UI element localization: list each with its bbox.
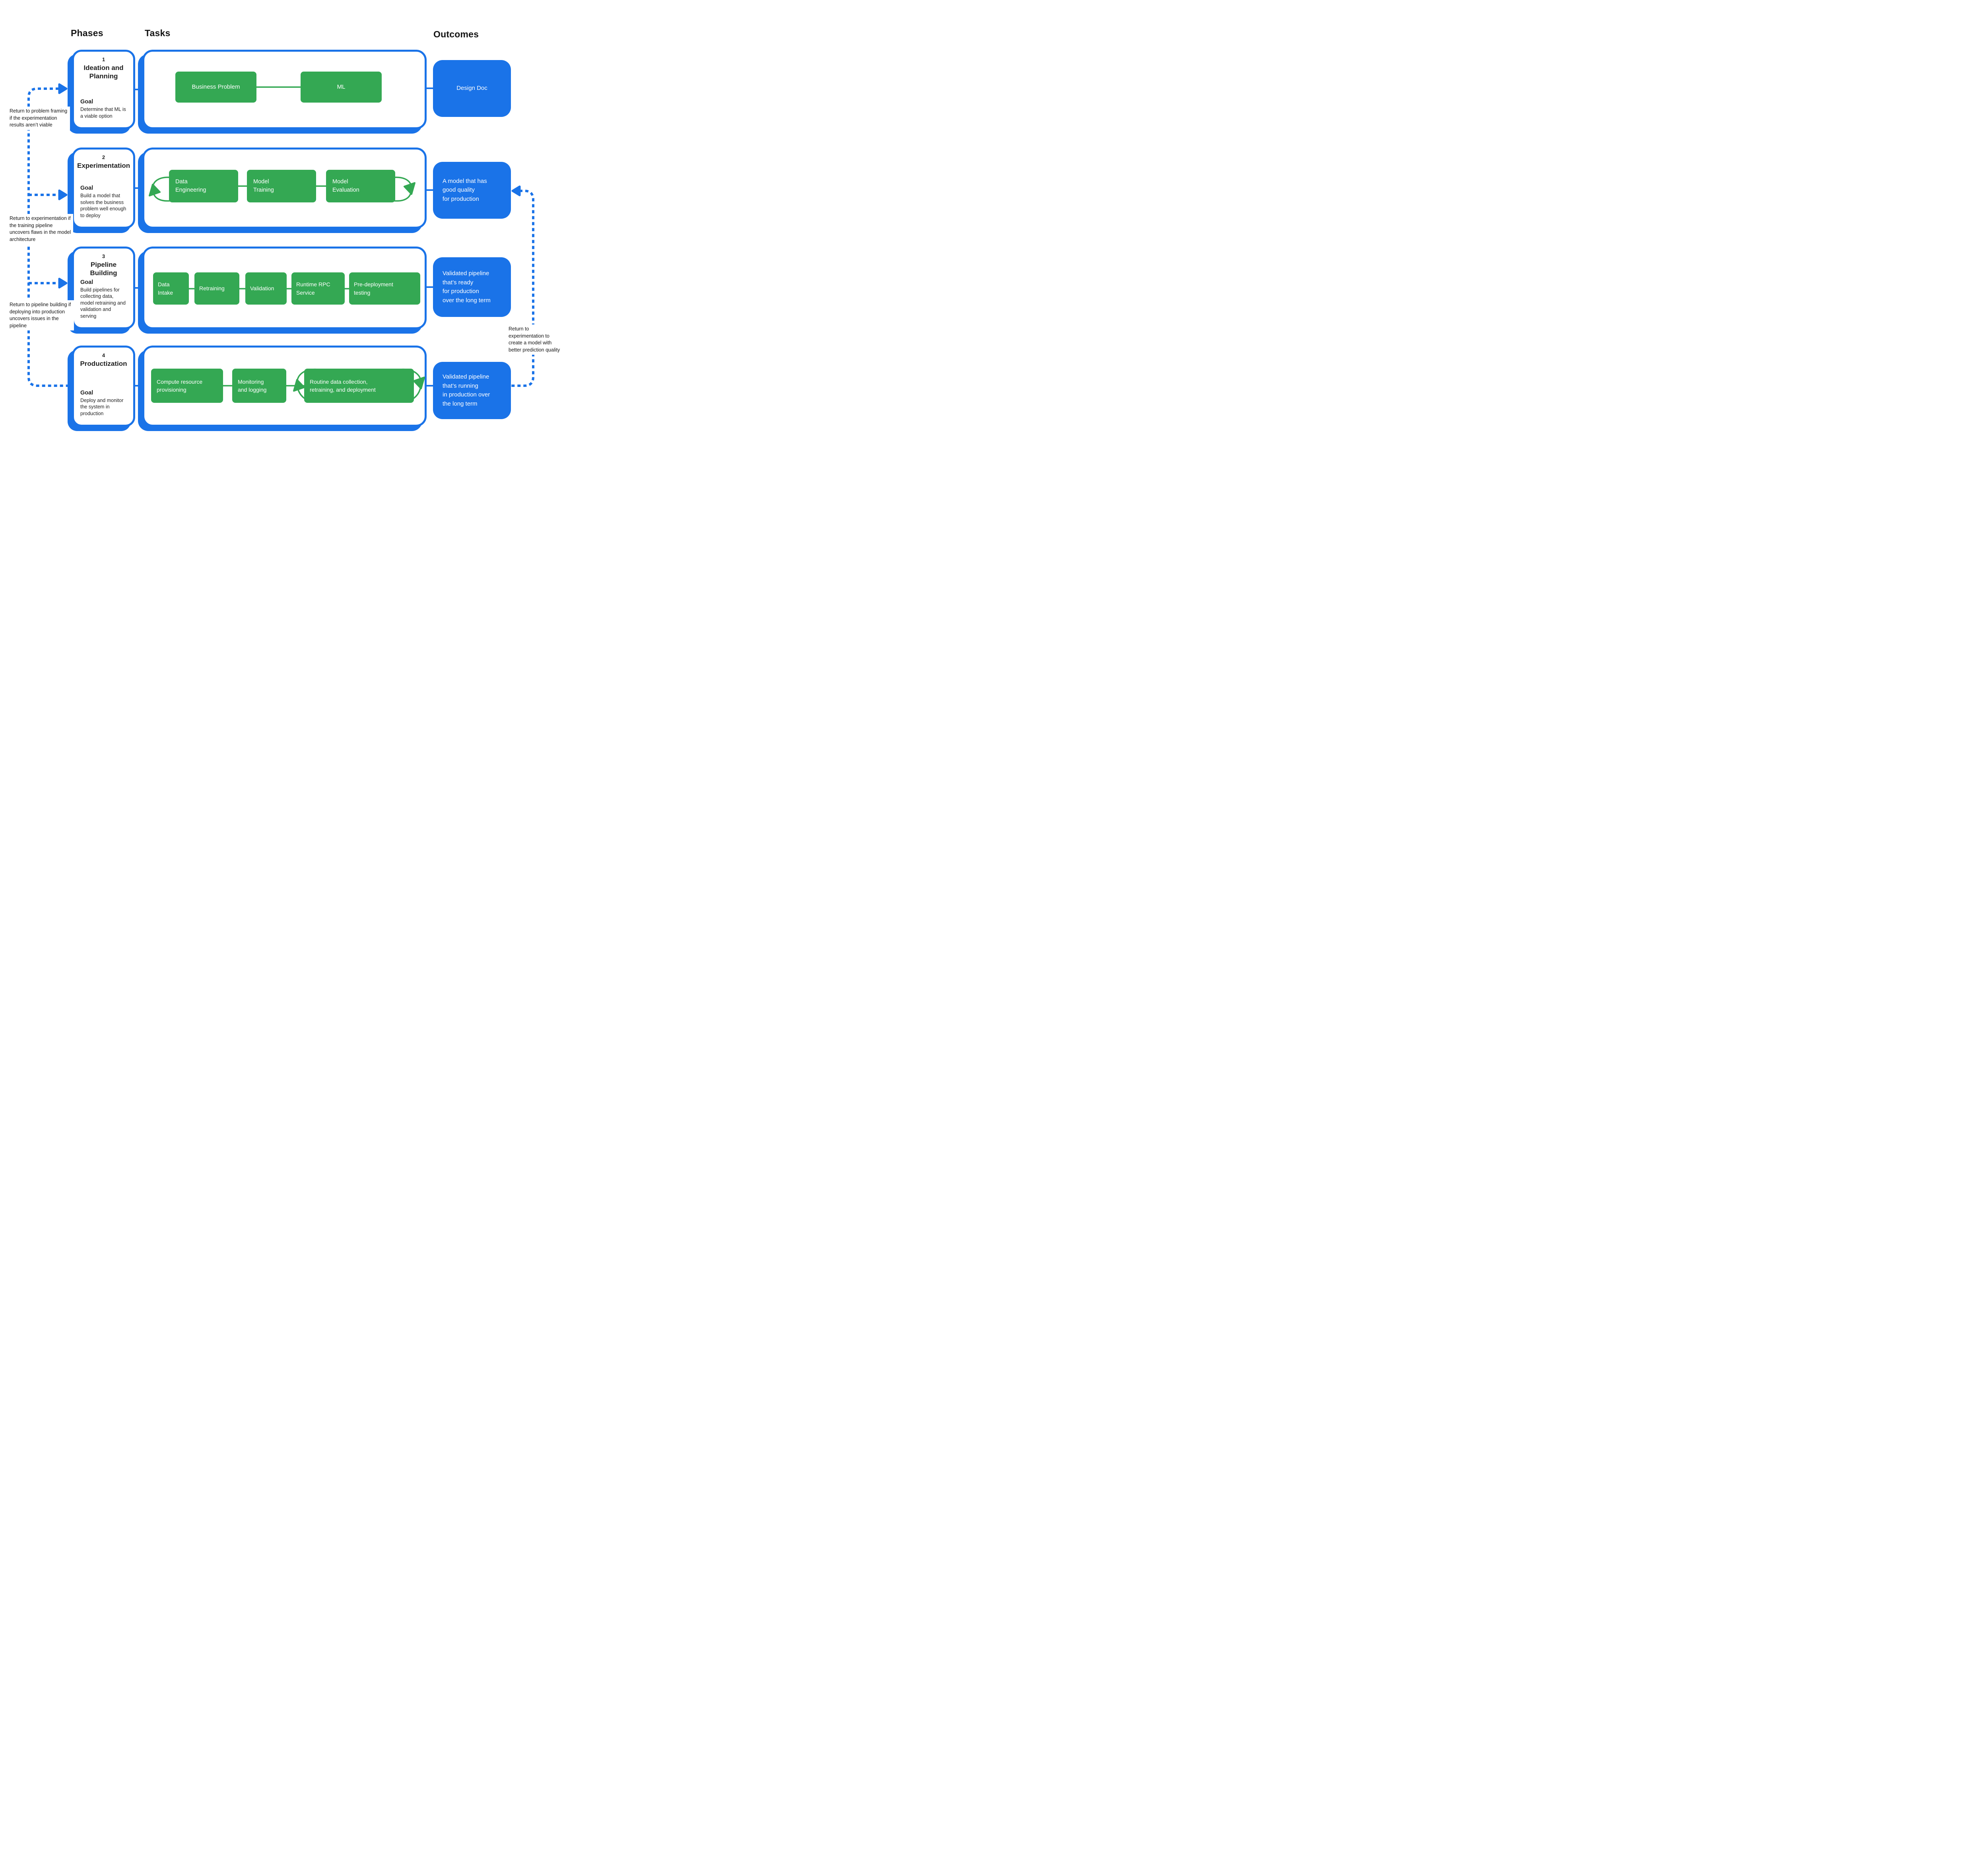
task-data-intake: Data Intake: [153, 272, 189, 305]
column-header-phases: Phases: [71, 28, 103, 38]
task-routine-data-collection: Routine data collection, retraining, and…: [304, 369, 414, 403]
phase-number: 2: [102, 154, 105, 160]
task-model-training: Model Training: [247, 170, 316, 202]
task-model-evaluation: Model Evaluation: [326, 170, 395, 202]
task-business-problem: Business Problem: [175, 72, 256, 103]
return-arrowhead-icon: [511, 185, 521, 196]
return-arrowhead-icon: [58, 83, 68, 94]
phase-card-experimentation: 2 Experimentation Goal Build a model tha…: [72, 148, 135, 229]
task-validation: Validation: [245, 272, 287, 305]
return-arrowhead-icon: [58, 278, 68, 289]
phase-card-ideation-planning: 1 Ideation and Planning Goal Determine t…: [72, 50, 135, 129]
goal-label: Goal: [80, 279, 93, 286]
outcome-model-good-quality: A model that has good quality for produc…: [433, 162, 511, 219]
task-compute-resource-provisioning: Compute resource provisioning: [151, 369, 223, 403]
phase-number: 4: [102, 352, 105, 358]
column-header-outcomes: Outcomes: [433, 29, 479, 39]
task-ml: ML: [301, 72, 382, 103]
phase-title: Productization: [80, 360, 127, 367]
outcome-validated-pipeline-running: Validated pipeline that’s running in pro…: [433, 362, 511, 419]
phase-goal: Goal Deploy and monitor the system in pr…: [74, 390, 133, 425]
task-pre-deployment-testing: Pre-deployment testing: [349, 272, 420, 305]
phase-title: Ideation and Planning: [83, 64, 124, 80]
task-monitoring-and-logging: Monitoring and logging: [232, 369, 286, 403]
goal-label: Goal: [80, 185, 93, 191]
outcome-design-doc: Design Doc: [433, 60, 511, 117]
mlops-phases-diagram: Phases Tasks Outcomes 1 Ideation and Pla…: [0, 0, 564, 465]
phase-card-productization: 4 Productization Goal Deploy and monitor…: [72, 346, 135, 427]
annotation-return-problem-framing: Return to problem framing if the experim…: [10, 107, 70, 130]
annotation-return-experimentation: Return to experimentation if the trainin…: [10, 214, 73, 244]
outcome-validated-pipeline-ready: Validated pipeline that’s ready for prod…: [433, 257, 511, 317]
goal-label: Goal: [80, 99, 93, 105]
phase-title: Pipeline Building: [90, 261, 117, 277]
return-arrowhead-icon: [58, 189, 68, 200]
phase-goal: Goal Build a model that solves the busin…: [74, 185, 133, 227]
phase-goal: Goal Determine that ML is a viable optio…: [74, 99, 133, 127]
annotation-return-pipeline-building: Return to pipeline building if deploying…: [10, 300, 74, 330]
goal-text: Build pipelines for collecting data, mod…: [80, 287, 126, 319]
phase-number: 1: [102, 56, 105, 62]
goal-text: Build a model that solves the business p…: [80, 193, 126, 218]
goal-text: Deploy and monitor the system in product…: [80, 397, 124, 416]
task-retraining: Retraining: [194, 272, 239, 305]
column-header-tasks: Tasks: [145, 28, 171, 38]
phase-goal: Goal Build pipelines for collecting data…: [74, 279, 133, 328]
phase-card-pipeline-building: 3 Pipeline Building Goal Build pipelines…: [72, 247, 135, 329]
right-return-dotted-line: [510, 190, 534, 387]
task-runtime-rpc-service: Runtime RPC Service: [291, 272, 345, 305]
goal-text: Determine that ML is a viable option: [80, 107, 126, 119]
goal-label: Goal: [80, 389, 93, 396]
task-data-engineering: Data Engineering: [169, 170, 238, 202]
phase-title: Experimentation: [77, 162, 130, 169]
phase-number: 3: [102, 253, 105, 259]
annotation-return-better-prediction: Return to experimentation to create a mo…: [509, 324, 563, 355]
